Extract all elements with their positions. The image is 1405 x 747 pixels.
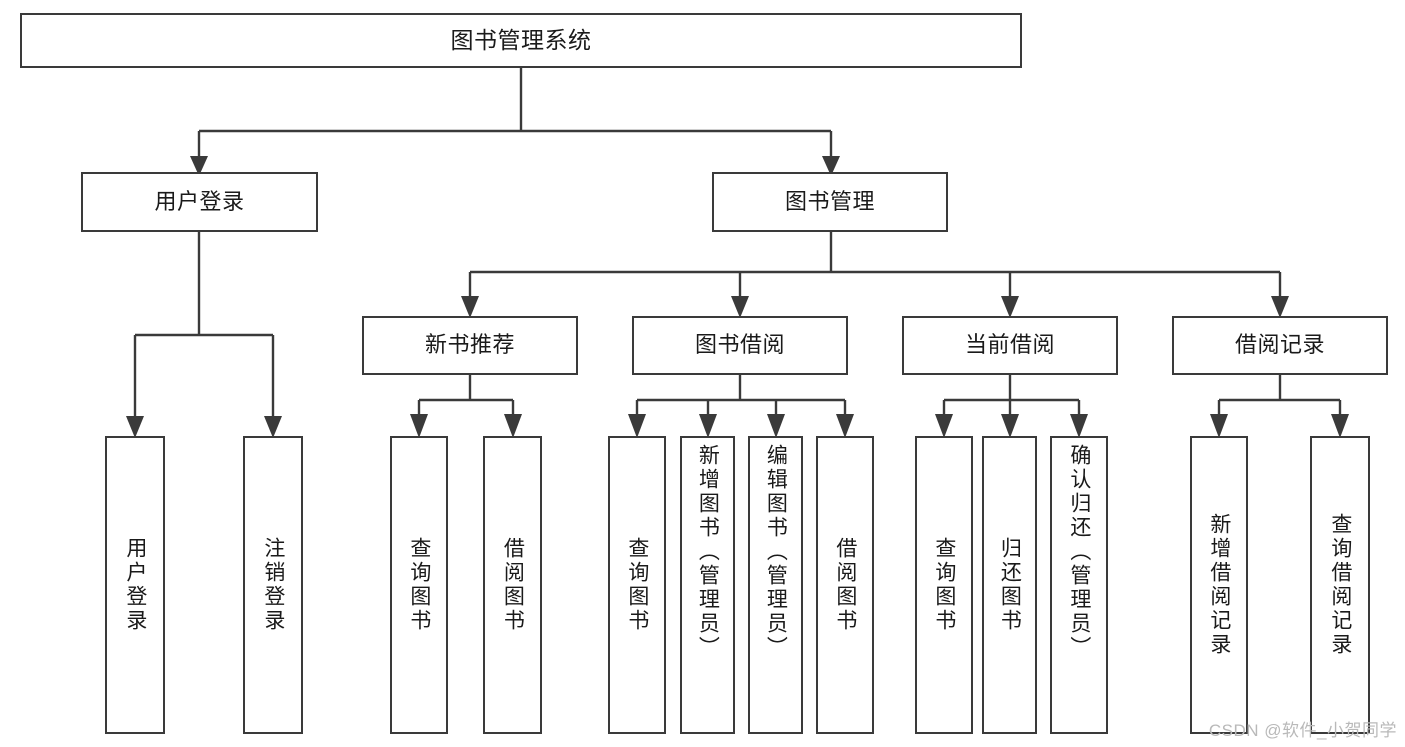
leaf-current-query-book[interactable]: 查询图书 bbox=[915, 436, 973, 734]
node-label: 查询图书 bbox=[625, 537, 649, 633]
node-root-system[interactable]: 图书管理系统 bbox=[20, 13, 1022, 68]
node-label: 确认归还（管理员） bbox=[1067, 444, 1091, 660]
node-label: 编辑图书（管理员） bbox=[764, 444, 788, 660]
node-label: 新增图书（管理员） bbox=[696, 444, 720, 660]
node-label: 用户登录 bbox=[154, 188, 245, 214]
node-label: 当前借阅 bbox=[964, 332, 1055, 358]
node-label: 归还图书 bbox=[998, 537, 1022, 633]
node-book-manage[interactable]: 图书管理 bbox=[712, 172, 948, 232]
node-label: 查询图书 bbox=[932, 537, 956, 633]
node-borrow-record[interactable]: 借阅记录 bbox=[1172, 316, 1388, 375]
leaf-new-book-borrow[interactable]: 借阅图书 bbox=[483, 436, 542, 734]
node-label: 用户登录 bbox=[123, 537, 147, 633]
leaf-current-confirm-return[interactable]: 确认归还（管理员） bbox=[1050, 436, 1108, 734]
node-label: 查询图书 bbox=[407, 537, 431, 633]
leaf-record-query[interactable]: 查询借阅记录 bbox=[1310, 436, 1370, 734]
leaf-user-logout[interactable]: 注销登录 bbox=[243, 436, 303, 734]
node-label: 借阅图书 bbox=[833, 537, 857, 633]
node-label: 注销登录 bbox=[261, 537, 285, 633]
node-label: 查询借阅记录 bbox=[1328, 513, 1352, 657]
leaf-user-login[interactable]: 用户登录 bbox=[105, 436, 165, 734]
leaf-borrow-query-book[interactable]: 查询图书 bbox=[608, 436, 666, 734]
node-label: 借阅记录 bbox=[1234, 332, 1325, 358]
leaf-borrow-edit-book[interactable]: 编辑图书（管理员） bbox=[748, 436, 803, 734]
node-label: 新增借阅记录 bbox=[1207, 513, 1231, 657]
node-label: 图书管理 bbox=[784, 188, 875, 214]
node-label: 图书借阅 bbox=[694, 332, 785, 358]
node-new-book-recommend[interactable]: 新书推荐 bbox=[362, 316, 578, 375]
node-label: 图书管理系统 bbox=[450, 26, 592, 53]
leaf-record-add[interactable]: 新增借阅记录 bbox=[1190, 436, 1248, 734]
node-label: 新书推荐 bbox=[424, 332, 515, 358]
node-current-borrow[interactable]: 当前借阅 bbox=[902, 316, 1118, 375]
leaf-borrow-add-book[interactable]: 新增图书（管理员） bbox=[680, 436, 735, 734]
node-user-login[interactable]: 用户登录 bbox=[81, 172, 318, 232]
leaf-new-book-query[interactable]: 查询图书 bbox=[390, 436, 448, 734]
node-book-borrow[interactable]: 图书借阅 bbox=[632, 316, 848, 375]
leaf-borrow-book[interactable]: 借阅图书 bbox=[816, 436, 874, 734]
node-label: 借阅图书 bbox=[501, 537, 525, 633]
watermark: CSDN @软件_小贺同学 bbox=[1208, 721, 1397, 740]
leaf-current-return-book[interactable]: 归还图书 bbox=[982, 436, 1037, 734]
